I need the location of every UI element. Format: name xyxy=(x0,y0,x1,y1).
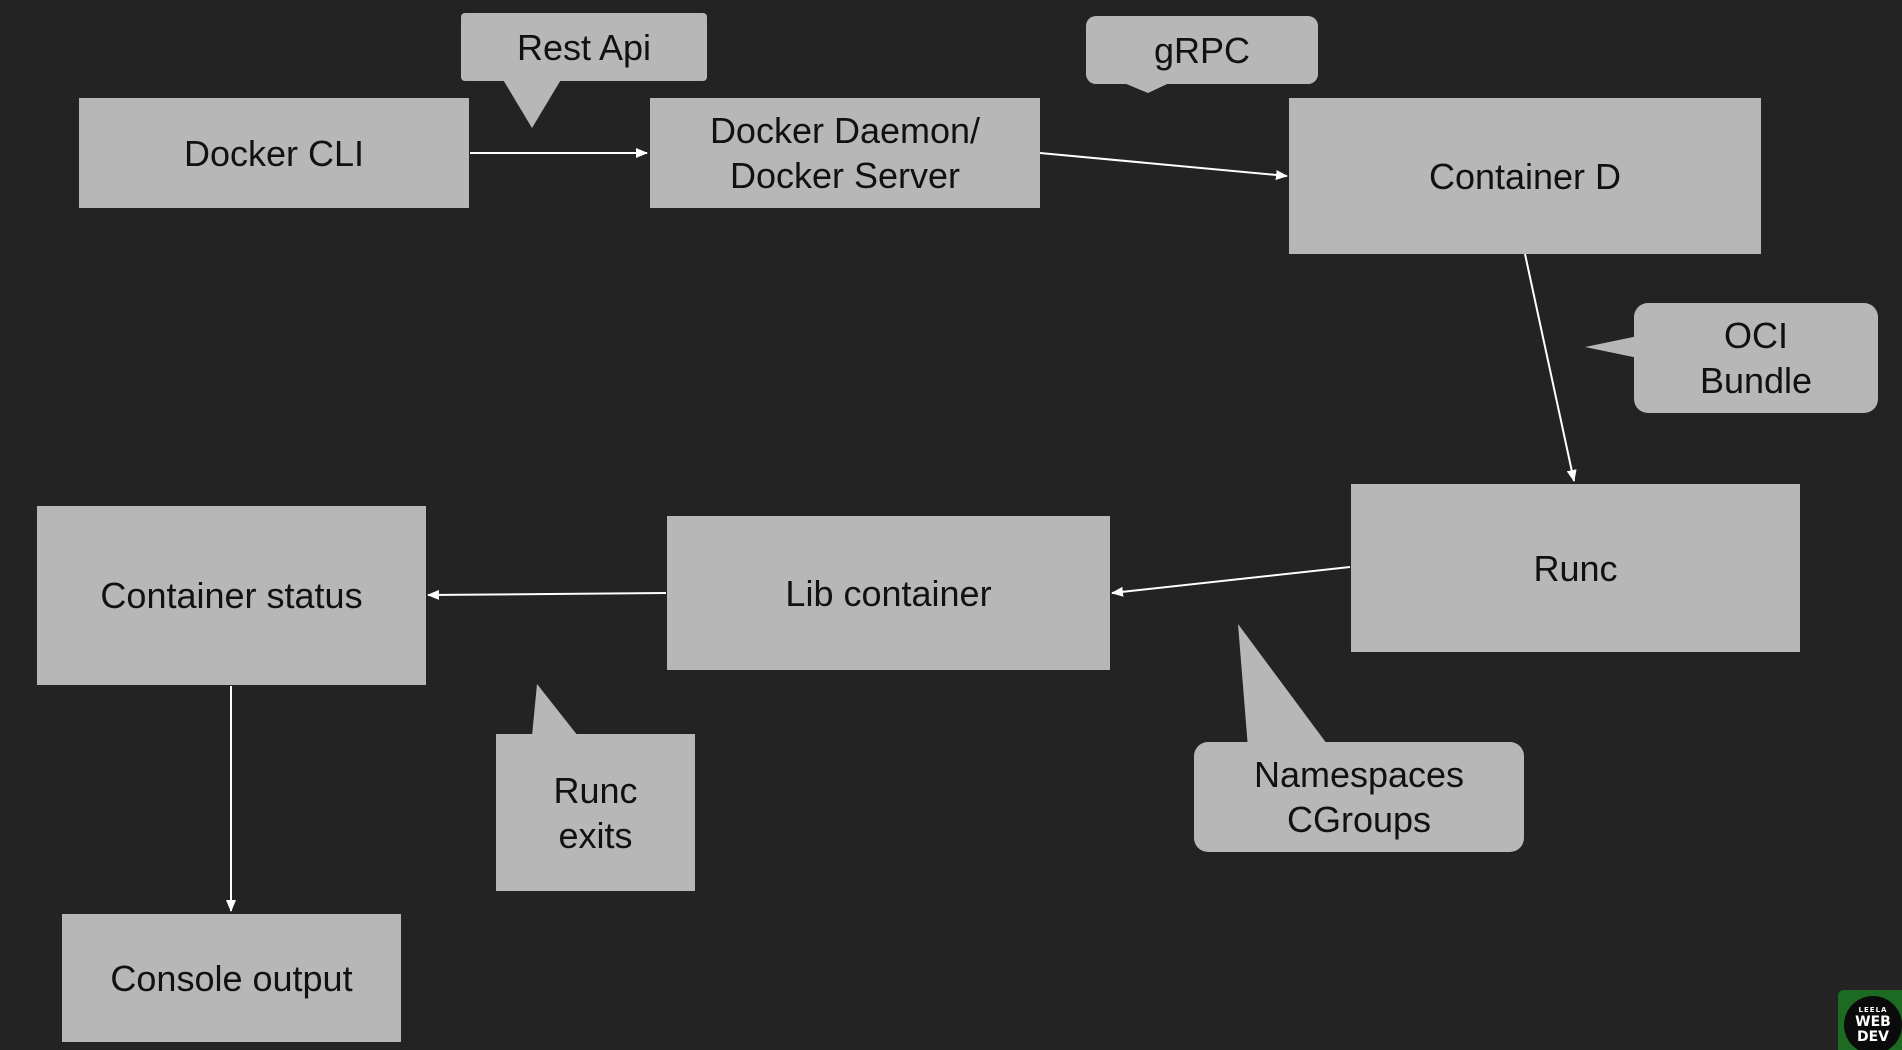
node-console-output: Console output xyxy=(62,914,401,1042)
callout-rest-api: Rest Api xyxy=(461,13,707,81)
node-container-status: Container status xyxy=(37,506,426,685)
logo-text-line2: WEB xyxy=(1855,1013,1891,1030)
node-lib-container: Lib container xyxy=(667,516,1110,670)
runc-exits-callout-tail xyxy=(532,684,578,736)
arrow-runc-to-libcontainer xyxy=(1111,566,1351,597)
namespaces-callout-tail xyxy=(1238,624,1330,748)
callout-grpc: gRPC xyxy=(1086,16,1318,84)
callout-namespaces-cgroups: Namespaces CGroups xyxy=(1194,742,1524,852)
callout-runc-exits: Runc exits xyxy=(496,734,695,891)
channel-logo: LEELA WEB DEV xyxy=(1838,990,1902,1050)
node-docker-cli: Docker CLI xyxy=(79,98,469,208)
node-container-d: Container D xyxy=(1289,98,1761,254)
node-docker-daemon: Docker Daemon/ Docker Server xyxy=(650,98,1040,208)
node-runc: Runc xyxy=(1351,484,1800,652)
logo-badge: LEELA WEB DEV xyxy=(1844,996,1902,1050)
arrow-libcontainer-to-status xyxy=(427,589,667,600)
arrow-containerd-to-runc xyxy=(1524,253,1577,482)
callout-oci-bundle: OCI Bundle xyxy=(1634,303,1878,413)
oci-bundle-callout-tail xyxy=(1585,336,1638,358)
logo-text-line1: LEELA xyxy=(1858,1005,1888,1014)
logo-text-line3: DEV xyxy=(1856,1028,1890,1045)
rest-api-callout-tail xyxy=(502,78,562,128)
arrow-daemon-to-containerd xyxy=(1039,152,1288,180)
